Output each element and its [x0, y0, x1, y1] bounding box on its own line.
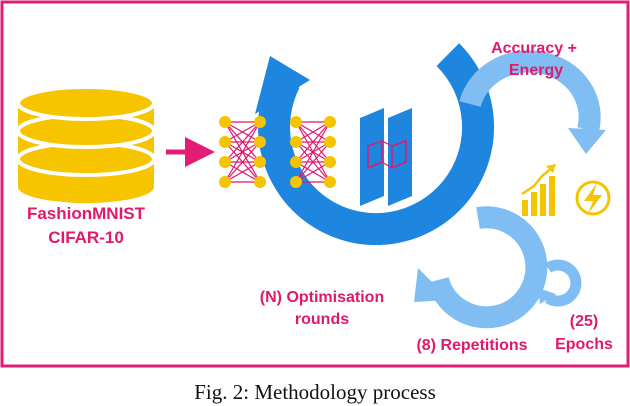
figure-caption: Fig. 2: Methodology process: [194, 380, 436, 404]
outer-frame: [0, 0, 630, 368]
epochs-label: (25): [570, 313, 598, 330]
database-icon: [16, 85, 156, 203]
datasets-label: CIFAR-10: [48, 228, 124, 247]
methodology-diagram: FashionMNIST CIFAR-10 Accuracy + Energy …: [0, 0, 630, 368]
optimisation-label: (N) Optimisation: [260, 289, 384, 306]
repetitions-cycle-arrow: [414, 206, 548, 329]
metrics-arrow: [459, 50, 606, 154]
epochs-label: Epochs: [555, 336, 613, 353]
metrics-label: Energy: [509, 62, 563, 79]
convolution-filter-icon: [360, 108, 412, 206]
optimisation-label: rounds: [295, 311, 349, 328]
optimisation-cycle-arrow: [255, 43, 495, 246]
bar-chart-icon: [521, 164, 556, 216]
neural-network-icon: [219, 116, 266, 188]
epochs-cycle-arrow: [538, 259, 582, 307]
neural-network-icon: [290, 116, 336, 188]
lightning-icon: [575, 180, 611, 216]
datasets-label: FashionMNIST: [27, 204, 146, 223]
metrics-label: Accuracy +: [491, 40, 577, 57]
repetitions-label: (8) Repetitions: [416, 337, 527, 354]
